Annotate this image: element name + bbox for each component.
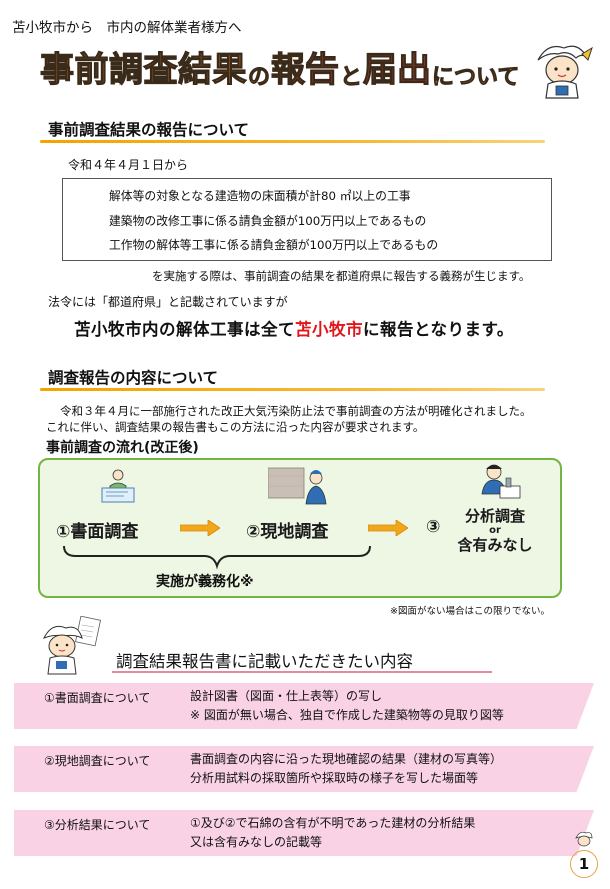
mascot-illustration (528, 40, 598, 104)
conditions-box: 解体等の対象となる建造物の床面積が計80 ㎡以上の工事 建築物の改修工事に係る請… (62, 178, 552, 261)
row-3-line-1: ①及び②で石綿の含有が不明であった建材の分析結果 (190, 816, 476, 830)
notice-part-2: 苫小牧市 (295, 320, 363, 339)
page-title: 事前調査結果の報告と届出について (39, 42, 520, 94)
section1-rule (40, 140, 545, 143)
step-3-or: or (489, 525, 501, 536)
section2-heading: 調査報告の内容について (48, 369, 219, 387)
condition-2: 建築物の改修工事に係る請負金額が100万円以上であるもの (109, 214, 427, 228)
step-1-label: ①書面調査 (56, 522, 139, 542)
site-survey-icon (267, 466, 330, 506)
title-part-2: の (248, 65, 271, 91)
row-1-line-1: 設計図書（図面・仕上表等）の写し (190, 689, 383, 703)
row-2-details: 書面調査の内容に沿った現地確認の結果（建材の写真等） 分析用試料の採取箇所や採取… (190, 750, 502, 788)
row-3-label: ③分析結果について (44, 818, 151, 832)
row-1-details: 設計図書（図面・仕上表等）の写し ※ 図面が無い場合、独自で作成した建築物等の見… (190, 687, 504, 725)
row-2-line-1: 書面調査の内容に沿った現地確認の結果（建材の写真等） (190, 752, 503, 766)
step-2-label: ②現地調査 (246, 522, 329, 542)
addressee: 苫小牧市から 市内の解体業者様方へ (12, 20, 242, 36)
row-3-line-2: 又は含有みなしの記載等 (190, 835, 323, 849)
row-1-line-2: ※ 図面が無い場合、独自で作成した建築物等の見取り図等 (190, 708, 504, 722)
row-2-label: ②現地調査について (44, 754, 151, 768)
section2-rule (40, 388, 545, 391)
title-part-4: と (340, 65, 363, 91)
document-review-icon (98, 468, 138, 504)
flow-title: 事前調査の流れ(改正後) (46, 440, 199, 456)
report-row-2: ②現地調査について 書面調査の内容に沿った現地確認の結果（建材の写真等） 分析用… (14, 746, 594, 792)
arrow-right-icon-2 (367, 519, 409, 537)
obligation-text: を実施する際は、事前調査の結果を都道府県に報告する義務が生じます。 (152, 269, 531, 283)
step-3-presumed: 含有みなし (457, 536, 533, 554)
row-1-label: ①書面調査について (44, 691, 151, 705)
condition-3: 工作物の解体等工事に係る請負金額が100万円以上であるもの (109, 238, 439, 252)
law-note: 法令には「都道府県」と記載されていますが (48, 295, 288, 309)
section2-para1: 令和３年４月に一部施行された改正大気汚染防止法で事前調査の方法が明確化されました… (60, 404, 532, 418)
title-part-5: 届出 (362, 49, 432, 90)
title-part-6: について (432, 65, 520, 91)
row-2-line-2: 分析用試料の採取箇所や採取時の様子を写した場面等 (190, 771, 479, 785)
effective-date: 令和４年４月１日から (68, 158, 189, 172)
condition-1: 解体等の対象となる建造物の床面積が計80 ㎡以上の工事 (109, 189, 411, 203)
arrow-right-icon (179, 519, 221, 537)
mandatory-label: 実施が義務化※ (156, 574, 254, 590)
page-number: 1 (570, 850, 598, 878)
mascot-with-paper-illustration (40, 615, 102, 676)
section3-heading: 調査結果報告書に記載いただきたい内容 (116, 652, 413, 671)
mascot-small-icon (574, 830, 594, 848)
brace-bracket (62, 544, 372, 570)
step-3-label: ③ (426, 517, 441, 537)
step-3-analysis: 分析調査 (464, 507, 525, 525)
notice-part-3: に報告となります。 (363, 320, 514, 339)
row-3-details: ①及び②で石綿の含有が不明であった建材の分析結果 又は含有みなしの記載等 (190, 814, 475, 852)
report-row-1: ①書面調査について 設計図書（図面・仕上表等）の写し ※ 図面が無い場合、独自で… (14, 683, 594, 729)
notice-part-1: 苫小牧市内の解体工事は全て (74, 320, 295, 339)
analysis-icon (476, 462, 522, 502)
title-part-3: 報告 (270, 49, 340, 90)
notice-text: 苫小牧市内の解体工事は全て苫小牧市に報告となります。 (74, 316, 514, 340)
section1-heading: 事前調査結果の報告について (48, 121, 250, 139)
section3-rule (112, 671, 492, 673)
step-3-options: 分析調査 or 含有みなし (450, 507, 540, 554)
report-row-3: ③分析結果について ①及び②で石綿の含有が不明であった建材の分析結果 又は含有み… (14, 810, 594, 856)
flow-footnote: ※図面がない場合はこの限りでない。 (390, 606, 550, 617)
section2-para2: これに伴い、調査結果の報告書もこの方法に沿った内容が要求されます。 (46, 420, 425, 434)
title-part-1: 事前調査結果 (39, 49, 247, 90)
